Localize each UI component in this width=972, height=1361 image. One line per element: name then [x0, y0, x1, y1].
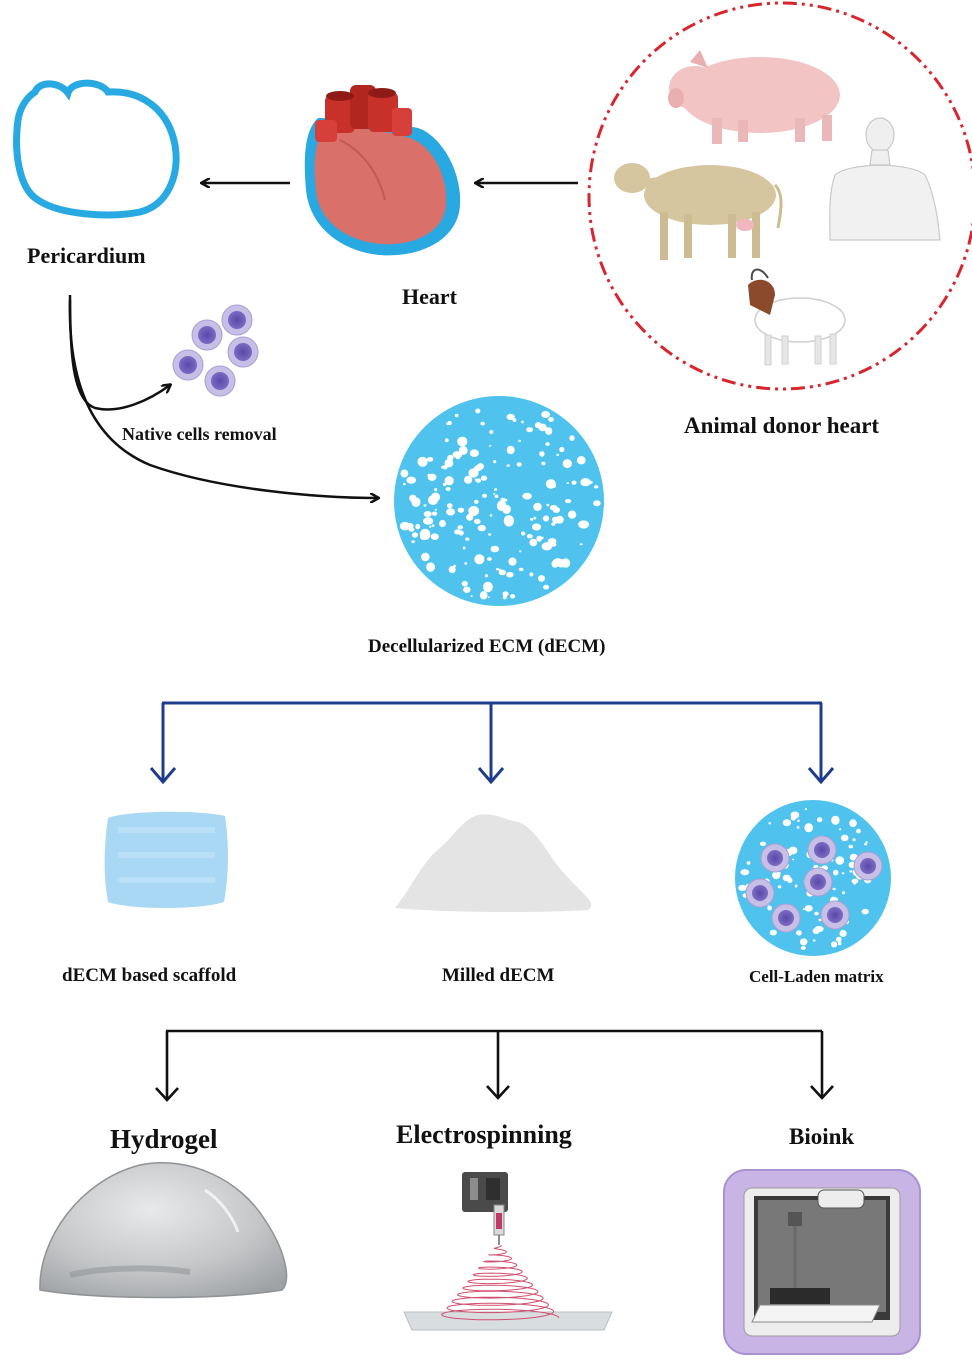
label-scaffold: dECM based scaffold [62, 965, 237, 986]
label-heart: Heart [402, 284, 457, 309]
goat-icon [748, 268, 846, 366]
heart-icon [304, 85, 461, 256]
label-animal-donor-heart: Animal donor heart [684, 413, 880, 438]
pericardium-shape [13, 79, 180, 219]
pig-icon [668, 50, 840, 144]
arrow-to-decm [68, 299, 378, 498]
cow-icon [614, 163, 783, 260]
bioink-printer-icon [723, 1169, 921, 1355]
milled-powder-icon [395, 814, 592, 913]
cell-laden-matrix-icon [735, 800, 891, 956]
animal-donor-circle [587, 1, 972, 391]
arrow-to-cells [68, 294, 170, 411]
scaffold-icon [104, 811, 228, 908]
hydrogel-icon [39, 1162, 288, 1299]
decm-disk-icon [394, 396, 604, 606]
human-icon [829, 117, 941, 241]
electrospinning-icon [403, 1172, 613, 1331]
label-decm: Decellularized ECM (dECM) [368, 636, 606, 657]
native-cells-icon [172, 304, 259, 397]
branch-arrows-top [149, 701, 835, 785]
label-hydrogel: Hydrogel [110, 1124, 218, 1154]
label-milled: Milled dECM [442, 965, 555, 986]
label-cell-laden: Cell-Laden matrix [749, 967, 884, 986]
label-pericardium: Pericardium [27, 243, 146, 268]
branch-arrows-bottom [155, 1029, 834, 1102]
label-native-cells-removal: Native cells removal [122, 424, 277, 444]
label-electrospinning: Electrospinning [396, 1120, 572, 1149]
label-bioink: Bioink [789, 1124, 855, 1149]
